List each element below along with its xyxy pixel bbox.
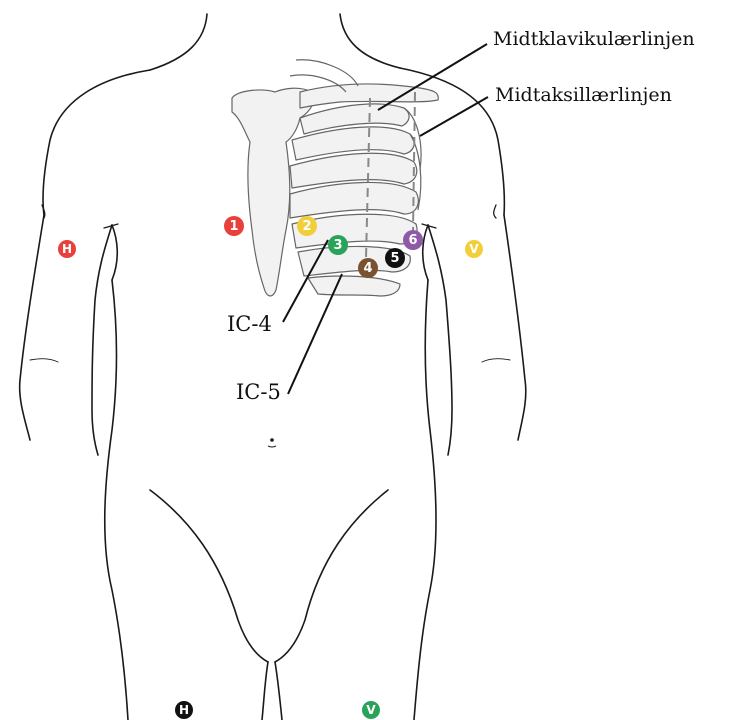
neck-left-line: [150, 14, 207, 70]
left-armpit: [423, 225, 428, 280]
left-hip-line: [150, 490, 268, 662]
electrode-left-arm: V: [465, 240, 483, 258]
electrode-v4: 4: [358, 258, 378, 278]
midaxillary-label: Midtaksillærlinjen: [495, 86, 672, 105]
right-hip-line: [275, 490, 388, 662]
rib-7: [308, 276, 400, 296]
electrode-right-leg: H: [175, 701, 193, 719]
left-arm-inner: [428, 225, 452, 455]
electrode-v3: 3: [328, 235, 348, 255]
leader-ic5: [288, 274, 342, 394]
electrode-left-leg: V: [362, 701, 380, 719]
left-shoulder-outline: [43, 70, 150, 215]
groin-right: [275, 662, 282, 720]
ic4-label: IC-4: [227, 314, 272, 335]
neck-right-line: [340, 14, 400, 68]
electrode-v5: 5: [385, 248, 405, 268]
midclavicular-label: Midtklavikulærlinjen: [493, 30, 695, 49]
rib-4: [290, 182, 418, 218]
rib-cage: [232, 60, 438, 296]
left-elbow-crease: [482, 359, 510, 362]
electrode-v2: 2: [297, 216, 317, 236]
torso-left-side: [105, 280, 128, 720]
electrode-v6: 6: [403, 230, 423, 250]
ic5-label: IC-5: [236, 382, 281, 403]
left-bicep-mark: [494, 205, 496, 218]
torso-right-side: [414, 280, 436, 720]
left-arm-outer: [504, 215, 526, 440]
groin-left: [262, 662, 268, 720]
leader-midaxillary: [420, 97, 488, 136]
right-arm-outer: [20, 215, 44, 440]
electrode-v1: 1: [224, 216, 244, 236]
right-elbow-crease: [30, 359, 58, 362]
right-armpit: [112, 225, 117, 280]
navel: [270, 438, 274, 442]
right-arm-inner: [92, 225, 112, 455]
electrode-right-arm: H: [58, 240, 76, 258]
